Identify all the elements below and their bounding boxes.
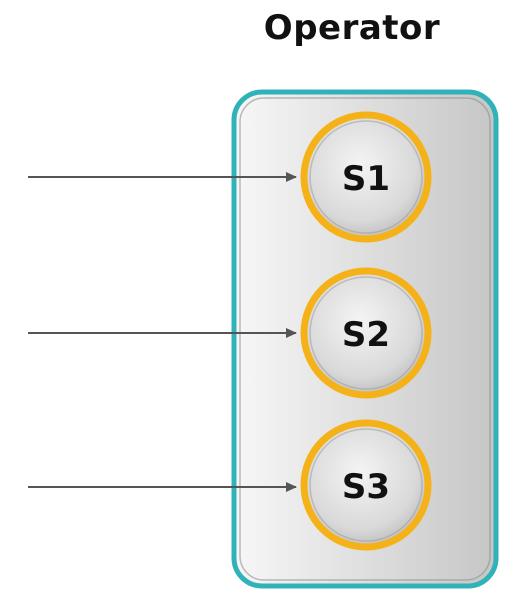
state-node-s3: S3: [300, 419, 432, 551]
state-label-s1: S1: [342, 159, 390, 199]
state-node-s1: S1: [300, 111, 432, 243]
state-label-s3: S3: [342, 467, 390, 507]
state-node-s2: S2: [300, 267, 432, 399]
state-label-s2: S2: [342, 315, 390, 355]
operator-title: Operator: [263, 8, 441, 48]
operator-box-inner-edge: [239, 97, 491, 581]
